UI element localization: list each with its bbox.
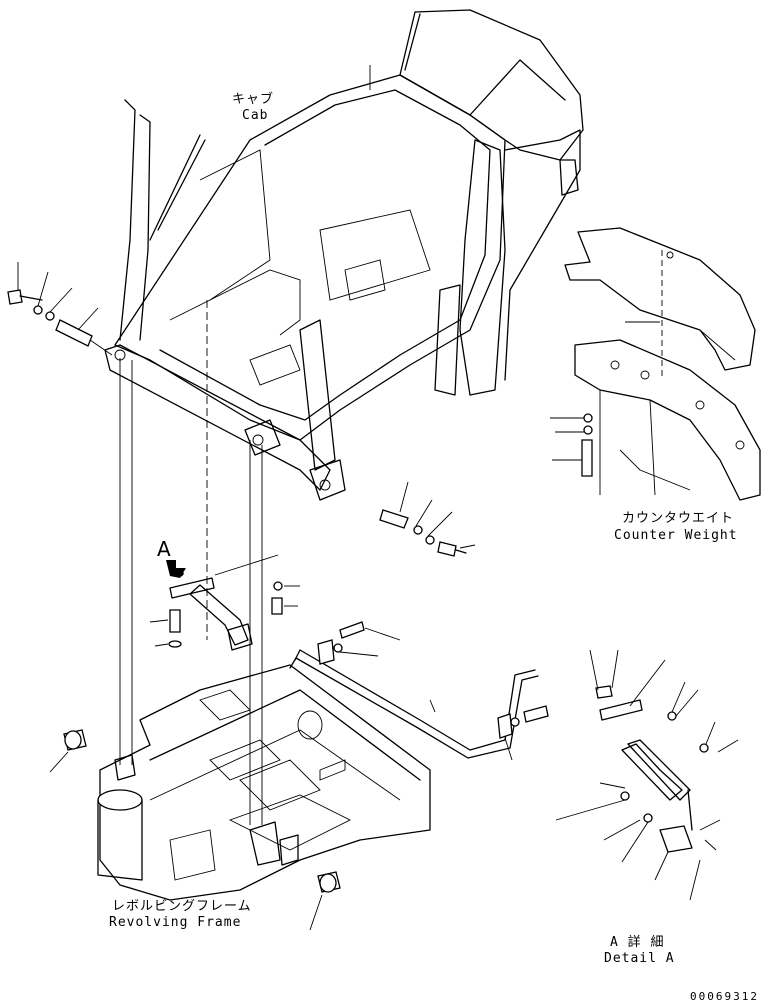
cab-drawing: [104, 9, 584, 501]
counterweight-label-en: Counter Weight: [614, 528, 738, 543]
view-a-marker: A: [157, 537, 186, 578]
revolving-frame-label-en: Revolving Frame: [109, 915, 241, 930]
detail-a-label-jp: A 詳 細: [610, 934, 664, 950]
cab-lock-bracket: [149, 554, 300, 651]
right-bolt-set: [379, 481, 476, 557]
revolving-frame-drawing: [49, 664, 431, 931]
cab-label-en: Cab: [242, 108, 268, 123]
detail-a-drawing: [555, 649, 739, 901]
cab-label-jp: キャブ: [232, 91, 274, 107]
left-bolt-set: [7, 262, 113, 356]
handrail: [289, 621, 549, 761]
detail-a-label-en: Detail A: [604, 951, 675, 966]
counterweight-label-jp: カウンタウエイト: [622, 511, 734, 526]
view-marker-letter: A: [157, 537, 171, 561]
drawing-code: 00069312: [690, 990, 759, 1003]
revolving-frame-label-jp: レボルビングフレーム: [112, 899, 252, 914]
counterweight-drawing: [550, 227, 761, 501]
